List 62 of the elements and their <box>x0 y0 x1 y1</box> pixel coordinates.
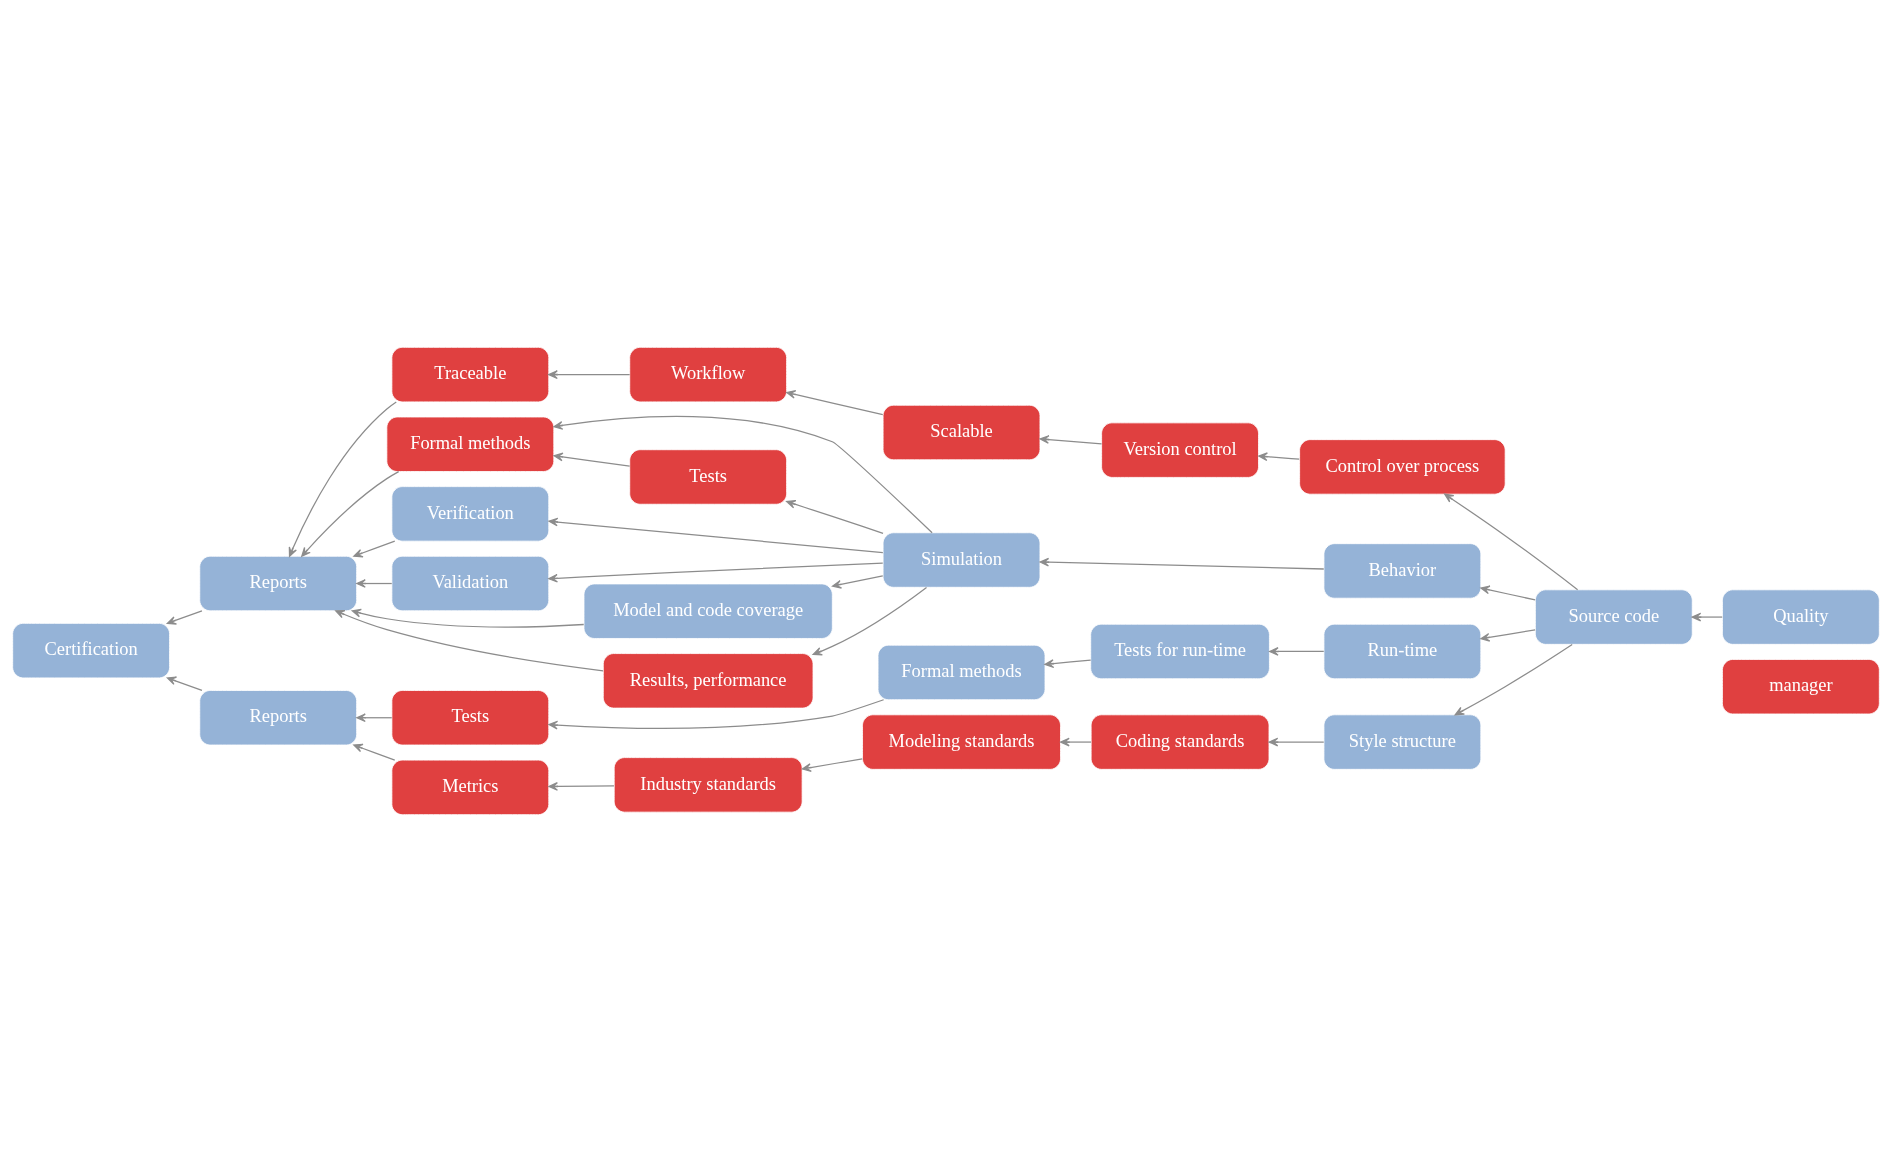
arrow <box>1268 737 1325 746</box>
node-box: Tests <box>391 689 550 745</box>
node-box: Tests for run-time <box>1090 623 1270 679</box>
arrow <box>548 698 885 729</box>
node-box: Model and code coverage <box>583 583 833 639</box>
node-box: Validation <box>391 555 550 611</box>
node-box: Traceable <box>391 346 550 402</box>
node-box: Scalable <box>882 404 1041 460</box>
arrow <box>1039 557 1325 570</box>
arrow <box>553 415 933 533</box>
arrow <box>553 452 631 467</box>
arrow <box>351 608 585 628</box>
arrow <box>301 470 400 557</box>
node-box: Metrics <box>391 759 550 815</box>
arrow <box>353 540 396 557</box>
node-box: Industry standards <box>613 756 803 813</box>
arrow <box>1454 643 1573 715</box>
node-box: Results, performance <box>602 652 814 708</box>
arrow <box>1269 646 1325 656</box>
arrow <box>1480 585 1536 601</box>
node-box: Behavior <box>1323 542 1482 599</box>
arrow <box>548 517 884 553</box>
arrow <box>356 578 393 588</box>
arrow <box>548 562 884 583</box>
node-box: Certification <box>12 622 170 678</box>
node-box: manager <box>1722 658 1880 714</box>
arrow <box>288 400 397 557</box>
arrow <box>166 676 203 691</box>
node-box: Control over process <box>1299 438 1506 495</box>
node-box: Formal methods <box>877 644 1046 700</box>
arrow <box>548 369 631 379</box>
arrow <box>335 609 604 671</box>
node-box: Coding standards <box>1090 713 1270 770</box>
arrow <box>786 389 884 415</box>
node-box: Simulation <box>882 531 1041 588</box>
node-box: Style structure <box>1323 713 1482 770</box>
node-box: Run-time <box>1323 623 1482 679</box>
node-box: Verification <box>391 485 550 542</box>
arrow <box>801 757 863 772</box>
node-box: Reports <box>199 555 358 611</box>
arrow <box>1480 628 1536 642</box>
arrow <box>356 712 393 722</box>
node-box: Source code <box>1534 588 1693 645</box>
arrow <box>166 609 203 625</box>
node-box: Quality <box>1722 588 1880 645</box>
node-box: Formal methods <box>386 416 555 472</box>
node-box: Reports <box>199 689 358 745</box>
arrow <box>1039 434 1103 444</box>
arrow <box>831 574 884 589</box>
node-box: Version control <box>1101 421 1259 478</box>
arrow <box>812 586 928 655</box>
node-box: Workflow <box>629 346 787 402</box>
node-box: Modeling standards <box>862 713 1061 770</box>
arrow <box>1258 451 1300 461</box>
arrow <box>353 743 396 761</box>
arrow <box>548 781 615 791</box>
arrow <box>786 499 884 534</box>
arrow <box>1044 658 1092 668</box>
arrow <box>1691 612 1723 621</box>
arrow <box>1060 737 1092 746</box>
node-box: Tests <box>629 448 787 505</box>
arrow <box>1444 493 1579 590</box>
